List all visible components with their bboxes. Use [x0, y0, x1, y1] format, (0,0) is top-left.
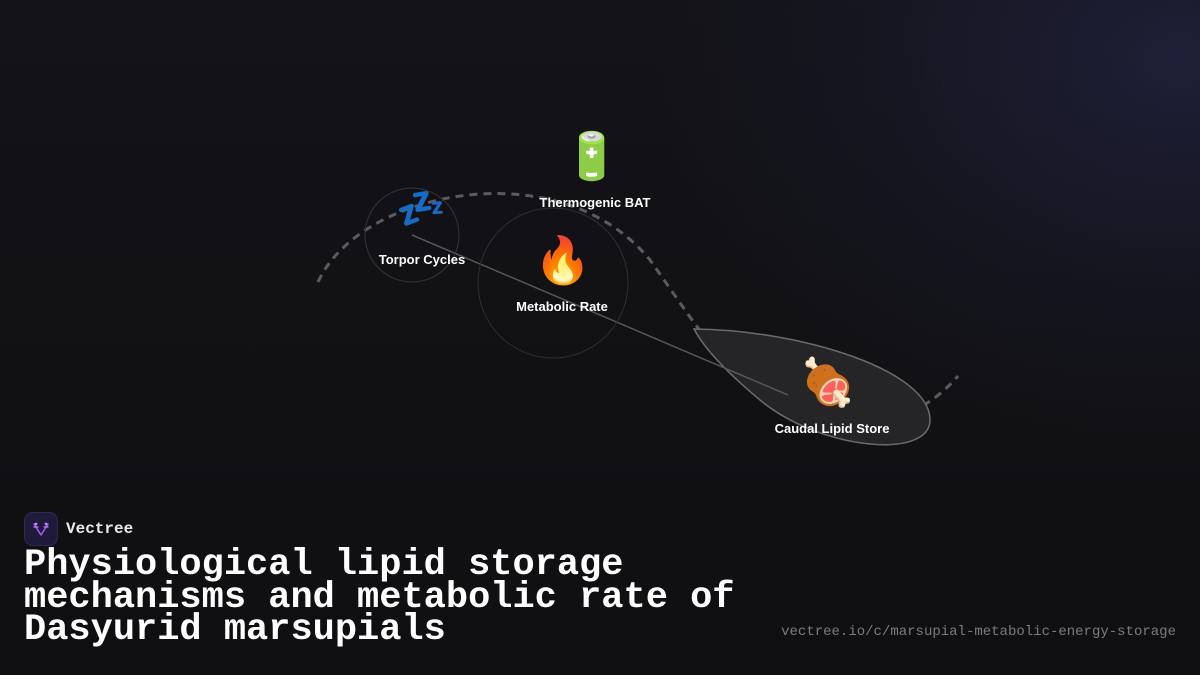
thermogenic-bat-label: Thermogenic BAT — [540, 195, 651, 210]
sleeping-zzz-icon: 💤 — [396, 186, 446, 232]
torpor-node-ring — [364, 187, 460, 283]
fire-icon: 🔥 — [534, 233, 591, 287]
battery-icon: 🔋 — [563, 129, 620, 183]
metabolic-node-ring — [477, 207, 629, 359]
lipid-store-leaf — [692, 328, 931, 446]
connector-line — [411, 234, 789, 396]
meat-on-bone-icon: 🍖 — [799, 354, 856, 411]
vectree-logo-icon — [24, 512, 58, 546]
brand-name: Vectree — [66, 520, 134, 538]
metabolic-rate-label: Metabolic Rate — [516, 299, 608, 314]
brand: Vectree — [24, 512, 133, 546]
torpor-cycles-label: Torpor Cycles — [379, 252, 465, 267]
caudal-lipid-store-label: Caudal Lipid Store — [775, 421, 890, 436]
page-title: Physiological lipid storage mechanisms a… — [24, 544, 735, 651]
source-url: vectree.io/c/marsupial-metabolic-energy-… — [781, 624, 1176, 640]
